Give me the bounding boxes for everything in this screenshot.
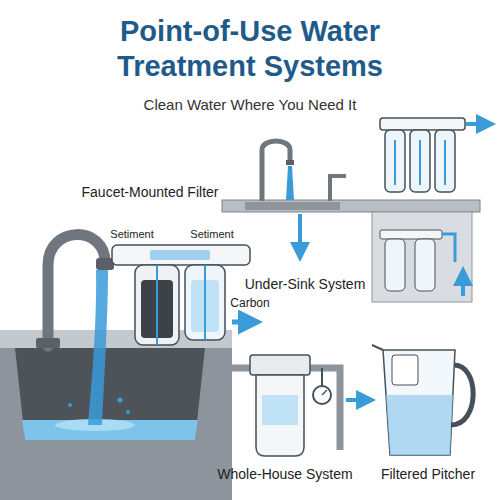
kitchen-counter-part bbox=[286, 166, 294, 200]
water-stream-part bbox=[88, 270, 108, 425]
counter-sink bbox=[0, 330, 232, 500]
pitcher-part bbox=[451, 365, 473, 425]
faucet-part bbox=[36, 338, 60, 348]
kitchen-counter-part bbox=[330, 176, 346, 201]
faucet-filter-part bbox=[135, 265, 179, 345]
under-sink-cabinet-part bbox=[385, 239, 405, 291]
whole-house-filter bbox=[228, 355, 372, 456]
whole-house-filter-part bbox=[262, 395, 298, 425]
part-label: Setiment bbox=[190, 228, 233, 241]
subtitle: Clean Water Where You Need It bbox=[144, 96, 357, 114]
under-sink-cabinet-part bbox=[298, 214, 302, 258]
whole-house-filter-part bbox=[322, 390, 327, 395]
system-label: Whole-House System bbox=[217, 466, 352, 483]
under-sink-cabinet-part bbox=[442, 234, 455, 262]
pitcher-part bbox=[386, 395, 453, 455]
ro-unit-part bbox=[385, 130, 405, 192]
ro-unit-part bbox=[410, 130, 430, 192]
kitchen-counter-part bbox=[245, 202, 340, 210]
kitchen-counter-part bbox=[222, 200, 480, 212]
faucet-filter-part bbox=[150, 250, 210, 260]
counter-sink-part bbox=[15, 348, 205, 440]
under-sink-cabinet-part bbox=[380, 230, 442, 239]
part-label: Carbon bbox=[230, 296, 269, 310]
under-sink-cabinet-part bbox=[461, 270, 465, 296]
under-sink-cabinet-part bbox=[372, 212, 472, 302]
kitchen-counter-part bbox=[262, 141, 290, 201]
whole-house-filter-part bbox=[346, 398, 372, 402]
ro-unit-part bbox=[444, 140, 446, 185]
water-stream-part bbox=[126, 410, 130, 414]
system-label: Faucet-Mounted Filter bbox=[82, 184, 219, 201]
counter-sink-part bbox=[22, 420, 198, 440]
water-stream-part bbox=[68, 403, 72, 407]
pitcher-part bbox=[392, 355, 418, 385]
system-label: Filtered Pitcher bbox=[381, 466, 475, 483]
under-sink-cabinet-part bbox=[415, 239, 435, 291]
kitchen-counter-part bbox=[286, 160, 294, 165]
part-label: Setiment bbox=[110, 228, 153, 241]
faucet-part bbox=[48, 235, 105, 346]
pitcher-part bbox=[372, 345, 383, 350]
faucet-filter-part bbox=[185, 265, 225, 340]
pitcher bbox=[372, 345, 473, 455]
faucet-filter-part bbox=[204, 265, 206, 340]
whole-house-filter-part bbox=[321, 368, 323, 386]
water-stream-part bbox=[118, 398, 123, 403]
faucet bbox=[36, 235, 114, 348]
whole-house-filter-part bbox=[313, 386, 331, 404]
title: Point-of-Use Water Treatment Systems bbox=[60, 14, 440, 84]
ro-unit-part bbox=[394, 140, 396, 185]
faucet-filter-part bbox=[232, 320, 258, 325]
ro-unit-part bbox=[466, 122, 492, 126]
ro-unit bbox=[380, 118, 492, 192]
ro-unit-part bbox=[435, 130, 455, 192]
whole-house-filter-part bbox=[250, 355, 310, 375]
ro-unit-part bbox=[419, 140, 421, 185]
pitcher-part bbox=[383, 350, 455, 455]
faucet-filter bbox=[112, 245, 258, 345]
counter-sink-part bbox=[0, 330, 232, 500]
water-stream bbox=[68, 270, 130, 425]
faucet-filter-part bbox=[156, 265, 158, 345]
ro-unit-part bbox=[380, 118, 465, 130]
system-label: Under-Sink System bbox=[245, 276, 366, 293]
whole-house-filter-part bbox=[256, 375, 304, 456]
faucet-filter-part bbox=[112, 245, 250, 265]
